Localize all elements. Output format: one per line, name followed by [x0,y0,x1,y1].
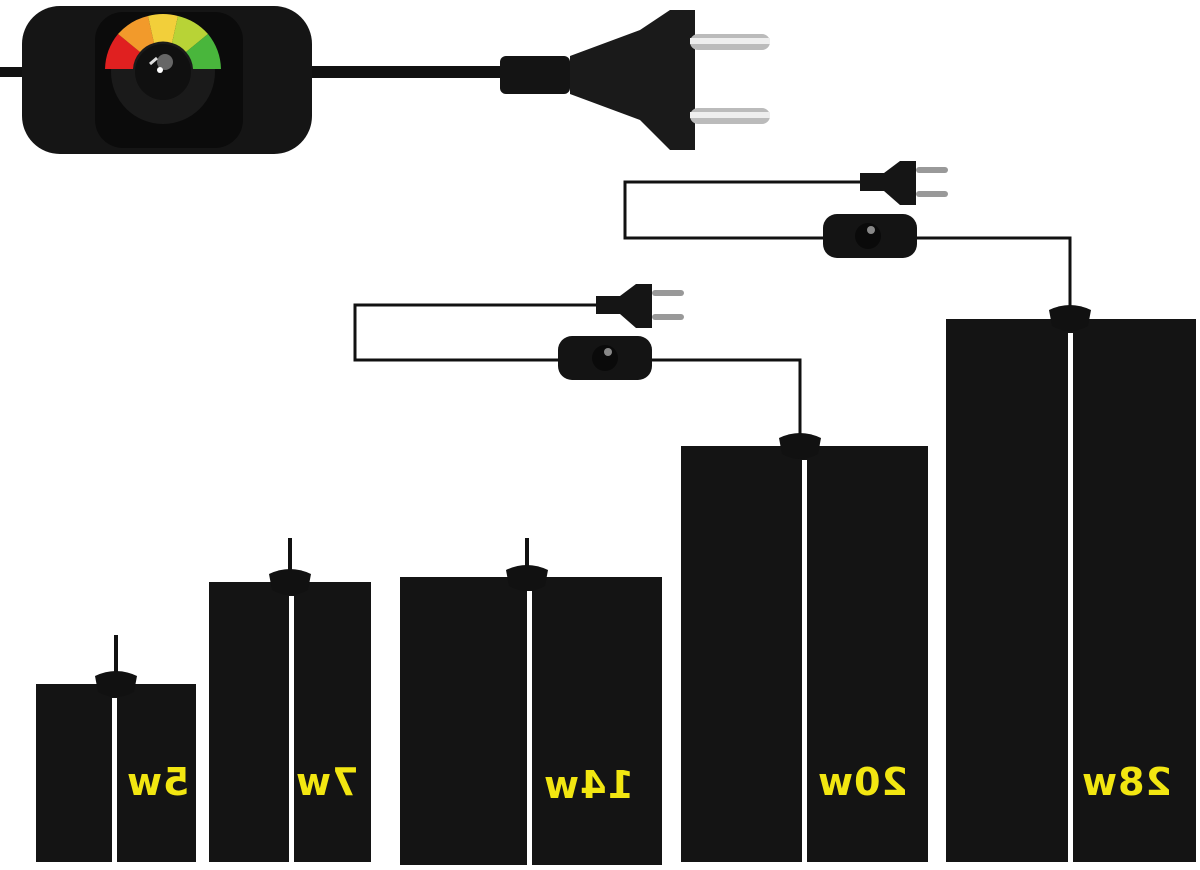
thermostat-dial-icon[interactable] [105,14,221,100]
euro-plug-icon [500,10,770,150]
pad-watt-label: 28w [1081,760,1172,804]
heat-pad-7w: 7w [209,582,371,862]
pad-watt-label: 14w [543,763,634,807]
heat-pad-5w: 5w [36,684,196,862]
heat-pad-20w: 20w [681,446,928,862]
pad-watt-label: 5w [126,760,190,804]
heat-pad-28w: 28w [946,319,1196,862]
euro-plug-icon [596,284,684,328]
cord-28w [623,161,1072,310]
cord-20w [353,284,802,442]
heat-pad-14w: 14w [400,577,662,865]
large-controller [0,6,770,154]
pad-watt-label: 20w [817,760,908,804]
euro-plug-icon [860,161,948,205]
pad-watt-label: 7w [295,760,359,804]
